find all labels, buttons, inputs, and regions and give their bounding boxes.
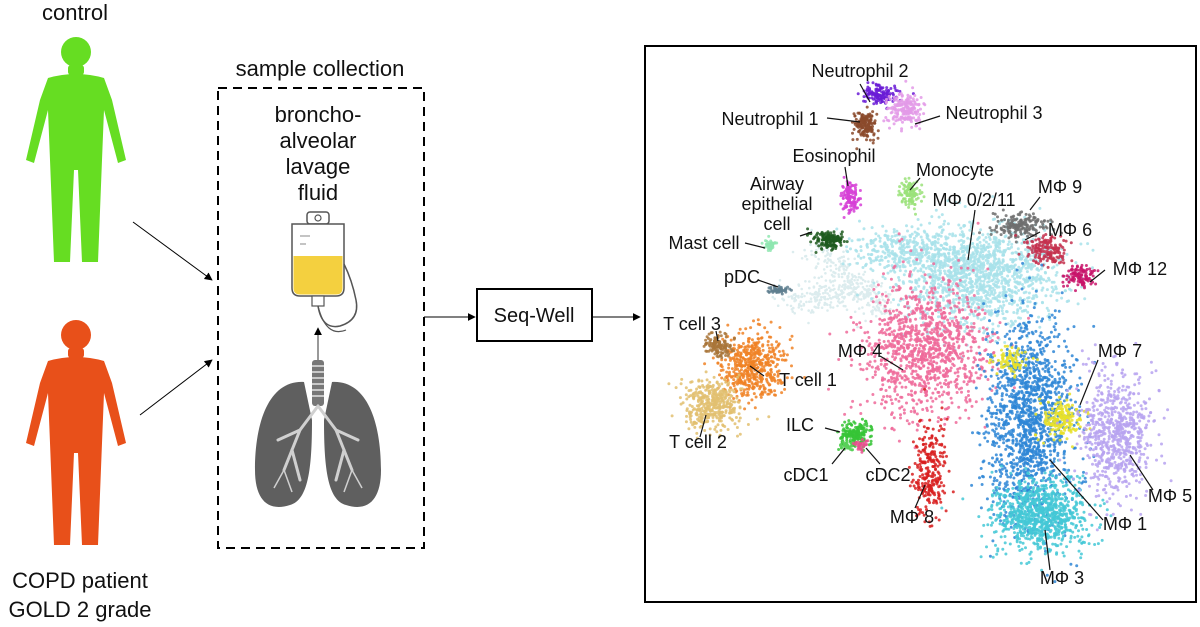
fluid-line-2: alveolar: [279, 128, 356, 153]
label-mf-4: MΦ 4: [838, 341, 882, 361]
cluster-t-cell-3-points: [702, 330, 736, 360]
cluster-m-3-points: [940, 458, 1113, 572]
label-mf-8: MΦ 8: [890, 507, 934, 527]
label-mf-9: MΦ 9: [1038, 177, 1082, 197]
label-neutrophil-1: Neutrophil 1: [721, 109, 818, 129]
cluster-mast-cell-points: [760, 234, 779, 252]
umap-scatter: [667, 79, 1173, 584]
label-mf-6: MΦ 6: [1048, 220, 1092, 240]
label-mf-3: MΦ 3: [1040, 568, 1084, 588]
cluster-pdc-points: [766, 284, 793, 296]
label-neutrophil-3: Neutrophil 3: [945, 103, 1042, 123]
cluster-m-6-points: [1014, 233, 1074, 269]
label-airway-1: Airway: [750, 174, 804, 194]
cluster-m-0-2-11-points: [823, 219, 970, 284]
label-airway-3: cell: [763, 214, 790, 234]
patient-label-line2: GOLD 2 grade: [8, 597, 151, 622]
label-leader-lines: [699, 83, 1154, 571]
cluster-m-7-points: [988, 344, 1039, 379]
fluid-line-3: lavage: [286, 154, 351, 179]
label-mf-0-2-11: MΦ 0/2/11: [932, 190, 1015, 210]
cluster-t-cell-2-points: [667, 370, 771, 440]
cluster-cdc2-points: [851, 438, 870, 454]
cluster-monocyte-points: [897, 176, 926, 216]
seq-well-label: Seq-Well: [494, 305, 575, 327]
patient-label-line1: COPD patient: [12, 568, 148, 593]
collection-bag-icon: [291, 211, 358, 333]
label-mf-1: MΦ 1: [1103, 514, 1147, 534]
label-airway-2: epithelial: [741, 194, 812, 214]
sample-collection-box: [217, 87, 425, 549]
label-cdc2: cDC2: [865, 465, 910, 485]
sample-collection-title: sample collection: [236, 56, 405, 81]
cluster-t-cell-1-points: [703, 318, 807, 411]
control-label: control: [42, 0, 108, 25]
label-eosinophil: Eosinophil: [792, 146, 875, 166]
cluster-airway-epithelial-cell-points: [805, 227, 849, 254]
label-t-cell-3: T cell 3: [663, 314, 721, 334]
cluster-m-12-points: [1061, 263, 1100, 293]
label-ilc: ILC: [786, 415, 814, 435]
label-mf-5: MΦ 5: [1148, 486, 1192, 506]
cluster-m-8-points: [907, 387, 955, 528]
label-neutrophil-2: Neutrophil 2: [811, 61, 908, 81]
patient-to-sample-arrow: [139, 359, 213, 416]
control-human-figure: [26, 37, 126, 262]
cluster-m-5-points: [1055, 341, 1173, 532]
label-monocyte: Monocyte: [916, 160, 994, 180]
fluid-line-4: fluid: [298, 180, 338, 205]
cluster-cdc1-points: [839, 438, 854, 452]
cluster-m-9-points: [978, 208, 1063, 244]
fluid-line-1: broncho-: [275, 102, 362, 127]
label-pdc: pDC: [724, 267, 760, 287]
control-to-sample-arrow: [132, 221, 213, 281]
copd-patient-human-figure: [26, 320, 126, 545]
seq-well-box: [476, 288, 593, 342]
label-mf-12: MΦ 12: [1113, 259, 1167, 279]
label-mf-7: MΦ 7: [1098, 341, 1142, 361]
cluster-neutrophil-3-points: [882, 79, 927, 133]
label-mast-cell: Mast cell: [668, 233, 739, 253]
cluster-neutrophil-1-points: [850, 105, 880, 151]
label-cdc1: cDC1: [783, 465, 828, 485]
lungs-icon: [255, 360, 381, 507]
label-t-cell-1: T cell 1: [779, 370, 837, 390]
cluster-eosinophil-points: [839, 175, 863, 219]
label-t-cell-2: T cell 2: [669, 432, 727, 452]
